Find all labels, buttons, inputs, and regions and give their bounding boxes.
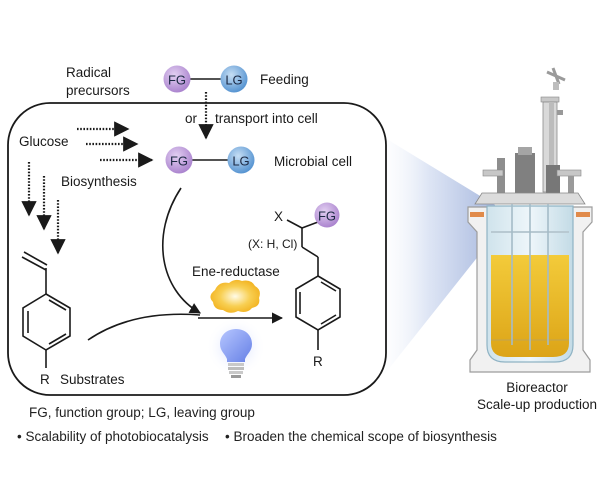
bullet-item-1: • Scalability of photobiocatalysis [17,429,209,444]
radical-precursors-label-2: precursors [66,83,130,98]
bullet-dot: • [225,429,234,444]
x-options-label: (X: H, Cl) [248,237,297,251]
enzyme-icon [210,279,260,313]
bullet-dot: • [17,429,26,444]
substrates-label: Substrates [60,372,125,387]
fg-node [163,65,191,93]
feeding-label: Feeding [260,72,309,87]
substrate-r-label: R [40,372,50,387]
fg-node-product [314,202,340,228]
intracellular-molecule: FG LG [165,146,255,174]
fg-node-product-label: FG [318,209,336,224]
lg-node-label: LG [225,73,242,88]
lg-node-cell-label: LG [232,154,249,169]
microbial-cell-label: Microbial cell [274,154,352,169]
transport-label: transport into cell [215,111,318,126]
scale-up-label: Scale-up production [477,397,597,412]
x-label: X [274,209,283,224]
bullet-text-2: Broaden the chemical scope of biosynthes… [233,429,497,444]
cofactor-curve-arrow [162,187,201,314]
bullet-text-1: Scalability of photobiocatalysis [25,429,209,444]
or-label: or [185,111,198,126]
lg-node [220,65,248,93]
radical-precursors-label: Radical [66,65,111,80]
fg-node-cell [165,146,193,174]
microbial-cell-boundary [7,102,387,396]
product-r-label: R [313,354,323,369]
biosynthesis-label: Biosynthesis [61,174,137,189]
abbreviation-legend: FG, function group; LG, leaving group [29,405,255,420]
bioreactor-label: Bioreactor [506,380,568,395]
product-structure: FG [286,202,341,350]
light-bulb-icon [206,317,266,378]
fg-node-cell-label: FG [170,154,188,169]
substrate-structure [21,251,71,368]
fg-node-label: FG [168,73,186,88]
zoom-wedge [372,130,495,390]
feeding-molecule: FG LG [163,65,248,93]
bullet-item-2: • Broaden the chemical scope of biosynth… [225,429,497,444]
glucose-label: Glucose [19,134,69,149]
substrate-curve-arrow [87,313,201,341]
lg-node-cell [227,146,255,174]
ene-reductase-label: Ene-reductase [192,264,280,279]
bioreactor-illustration [467,67,593,373]
